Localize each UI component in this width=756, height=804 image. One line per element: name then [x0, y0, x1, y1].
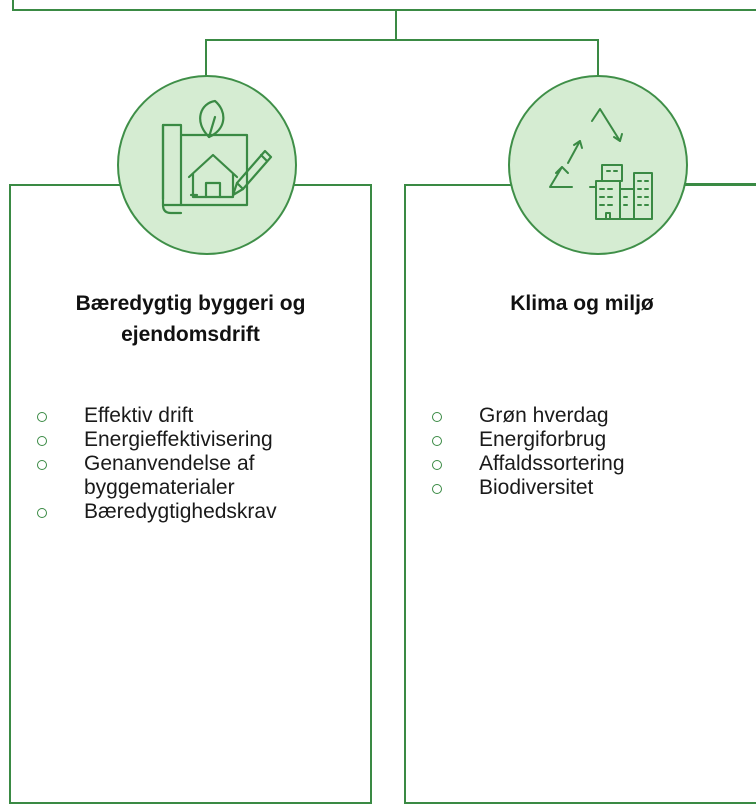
bullet-list: Grøn hverdag Energiforbrug Affaldssorter…: [428, 404, 756, 500]
top-bar-outline: [12, 0, 756, 11]
list-item-text: Genanvendelse af byggematerialer: [84, 452, 255, 499]
circle-bullet-icon: [37, 508, 47, 518]
list-item: Bæredygtighedskrav: [33, 500, 363, 524]
list-item-text: Bæredygtighedskrav: [84, 500, 277, 523]
recycle-city-buildings-icon: [549, 108, 653, 220]
circle-bullet-icon: [432, 412, 442, 422]
circle-bullet-icon: [37, 436, 47, 446]
column-card-climate-environment: Klima og miljø Grøn hverdag Energiforbru…: [404, 184, 756, 804]
list-item-text: Energiforbrug: [479, 428, 607, 451]
circle-bullet-icon: [432, 484, 442, 494]
list-item: Biodiversitet: [428, 476, 756, 500]
list-item-text: Energieffektivisering: [84, 428, 273, 451]
column-card-sustainable-building: Bæredygtig byggeri og ejendomsdrift Effe…: [9, 184, 372, 804]
icon-circle-climate-environment: [508, 75, 688, 255]
list-item: Energiforbrug: [428, 428, 756, 452]
column-title: Bæredygtig byggeri og ejendomsdrift: [75, 292, 306, 346]
list-item-text: Affaldssortering: [479, 452, 625, 475]
list-item-text: Grøn hverdag: [479, 404, 609, 427]
circle-bullet-icon: [37, 460, 47, 470]
circle-bullet-icon: [432, 460, 442, 470]
list-item: Affaldssortering: [428, 452, 756, 476]
list-item: Energieffektivisering: [33, 428, 363, 452]
list-item: Genanvendelse af byggematerialer: [33, 452, 363, 500]
circle-bullet-icon: [37, 412, 47, 422]
branch-connector: [205, 39, 599, 76]
circle-bullet-icon: [432, 436, 442, 446]
list-item: Grøn hverdag: [428, 404, 756, 428]
bullet-list: Effektiv drift Energieffektivisering Gen…: [33, 404, 363, 524]
list-item: Effektiv drift: [33, 404, 363, 428]
column-title: Klima og miljø: [510, 292, 654, 315]
blueprint-house-leaf-pencil-icon: [161, 99, 273, 215]
list-item-text: Effektiv drift: [84, 404, 194, 427]
list-item-text: Biodiversitet: [479, 476, 594, 499]
icon-circle-sustainable-building: [117, 75, 297, 255]
